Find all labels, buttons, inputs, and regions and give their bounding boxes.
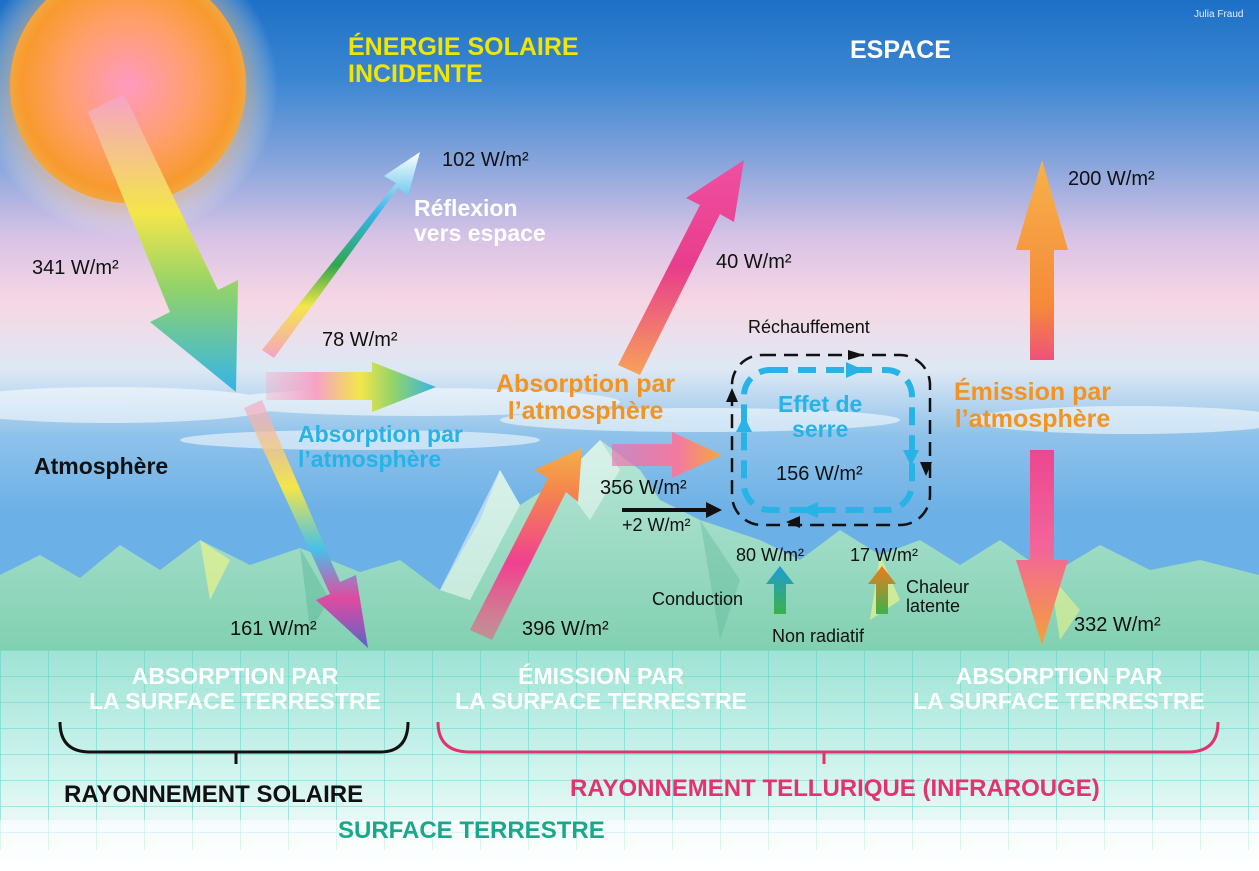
reflection-arrow (262, 152, 420, 358)
latent-value: 17 W/m² (850, 545, 919, 565)
surface-emission-arrow (470, 448, 582, 640)
reflection-label-line2: vers espace (414, 219, 546, 246)
ground-left-line2: LA SURFACE TERRESTRE (89, 687, 381, 714)
incoming-solar-title: ÉNERGIE SOLAIRE INCIDENTE (348, 34, 579, 88)
conduction-label: Conduction (652, 589, 744, 609)
imbalance-value: +2 W/m² (622, 515, 691, 535)
latent-heat-arrow (868, 566, 896, 614)
non-radiative-label: Non radiatif (772, 626, 865, 646)
surface-emission-value: 396 W/m² (522, 618, 609, 640)
window-arrow (618, 160, 744, 375)
greenhouse-value: 156 W/m² (776, 463, 863, 485)
reflection-label: Réflexion vers espace (414, 196, 546, 246)
ground-left-line1: ABSORPTION PAR (131, 663, 339, 689)
telluric-bracket (436, 721, 1220, 764)
absorption-solar-label-line1: Absorption par (298, 421, 463, 447)
greenhouse-label-line2: serre (792, 415, 849, 442)
space-label: ESPACE (850, 36, 951, 64)
ground-right-line1: ABSORPTION PAR (955, 663, 1163, 689)
absorption-ir-label-line2: l’atmosphère (507, 397, 664, 425)
window-value: 40 W/m² (716, 251, 792, 273)
back-radiation-arrow (612, 432, 722, 478)
warming-label: Réchauffement (748, 317, 870, 337)
absorption-solar-label-line2: l’atmosphère (298, 445, 442, 472)
ground-mid-line2: LA SURFACE TERRESTRE (455, 687, 747, 714)
emission-atm-label-line1: Émission par (954, 378, 1111, 406)
latent-heat-label-line1: Chaleur (906, 577, 970, 597)
mountains (0, 440, 1259, 660)
ground-left-label: ABSORPTION PAR LA SURFACE TERRESTRE (80, 664, 390, 714)
reflection-label-line1: Réflexion (414, 195, 518, 221)
warming-loop (730, 353, 932, 527)
incoming-solar-arrow (88, 94, 238, 392)
latent-heat-label-line2: latente (906, 596, 961, 617)
atmosphere-emission-arrow (1016, 160, 1068, 645)
absorption-ir-label: Absorption par l’atmosphère (496, 371, 675, 425)
incoming-value: 341 W/m² (32, 257, 119, 279)
telluric-radiation-label: RAYONNEMENT TELLURIQUE (INFRAROUGE) (570, 775, 1100, 802)
conduction-arrow (766, 566, 794, 614)
ground-right-line2: LA SURFACE TERRESTRE (913, 687, 1205, 714)
absorbed-atm-solar-value: 78 W/m² (322, 329, 398, 351)
ground-grid (0, 650, 1259, 850)
ground-mid-line1: ÉMISSION PAR (518, 663, 684, 689)
incoming-solar-title-line1: ÉNERGIE SOLAIRE (348, 33, 579, 61)
credit: Julia Fraud (1194, 9, 1244, 20)
ground-mid-label: ÉMISSION PAR LA SURFACE TERRESTRE (446, 664, 756, 714)
absorption-solar-arrow (266, 362, 436, 412)
atmosphere-label: Atmosphère (34, 453, 169, 479)
greenhouse-label-line1: Effet de (778, 391, 863, 417)
emission-atm-label-line2: l’atmosphère (954, 405, 1111, 433)
back-radiation-value: 356 W/m² (600, 477, 687, 499)
conduction-value: 80 W/m² (736, 545, 805, 565)
absorption-ir-label-line1: Absorption par (496, 370, 676, 398)
sun (10, 0, 246, 203)
reflected-value: 102 W/m² (442, 149, 529, 171)
solar-radiation-label: RAYONNEMENT SOLAIRE (64, 781, 364, 808)
greenhouse-loop (741, 367, 915, 513)
emission-atm-label: Émission par l’atmosphère (954, 379, 1111, 433)
incoming-solar-title-line2: INCIDENTE (348, 60, 483, 88)
absorption-solar-label: Absorption par l’atmosphère (298, 422, 463, 472)
surface-absorbed-ir-value: 332 W/m² (1074, 614, 1161, 636)
latent-heat-label: Chaleur latente (906, 577, 970, 617)
solar-bracket (58, 721, 410, 764)
emission-space-value: 200 W/m² (1068, 168, 1155, 190)
surface-solar-arrow (244, 400, 368, 648)
greenhouse-label: Effet de serre (778, 392, 862, 442)
ground-right-label: ABSORPTION PAR LA SURFACE TERRESTRE (904, 664, 1214, 714)
surface-absorbed-solar-value: 161 W/m² (230, 618, 317, 640)
surface-label: SURFACE TERRESTRE (338, 817, 605, 844)
